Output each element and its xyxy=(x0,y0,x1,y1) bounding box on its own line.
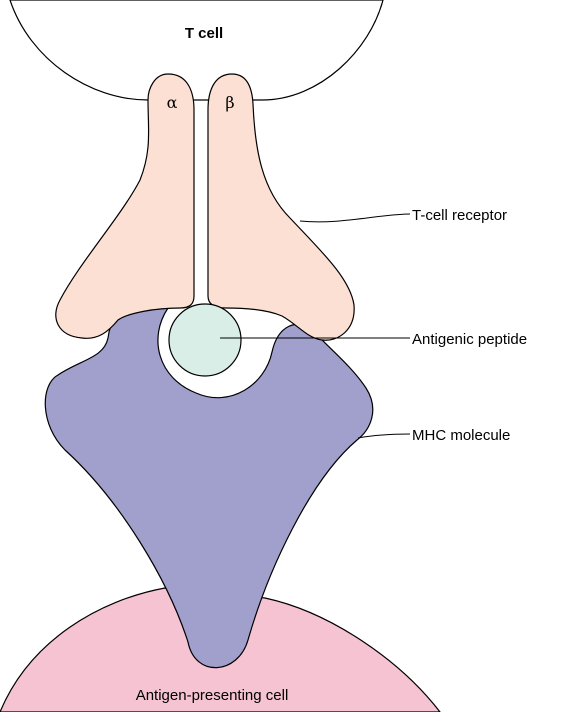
leader-line-t-cell-receptor xyxy=(300,214,410,222)
antigenic-peptide-circle xyxy=(169,304,241,376)
leader-line-mhc-molecule xyxy=(358,434,410,438)
t-cell-receptor-label: T-cell receptor xyxy=(412,207,507,224)
mhc-molecule-label: MHC molecule xyxy=(412,427,510,444)
antigenic-peptide-label: Antigenic peptide xyxy=(412,331,527,348)
t-cell-body xyxy=(10,0,383,100)
t-cell-label: T cell xyxy=(185,25,223,42)
tcr-alpha-chain xyxy=(56,74,194,338)
alpha-chain-label: α xyxy=(167,93,178,112)
antigen-presenting-cell-label: Antigen-presenting cell xyxy=(136,687,289,704)
beta-chain-label: β xyxy=(225,93,234,112)
tcr-beta-chain xyxy=(208,74,354,340)
